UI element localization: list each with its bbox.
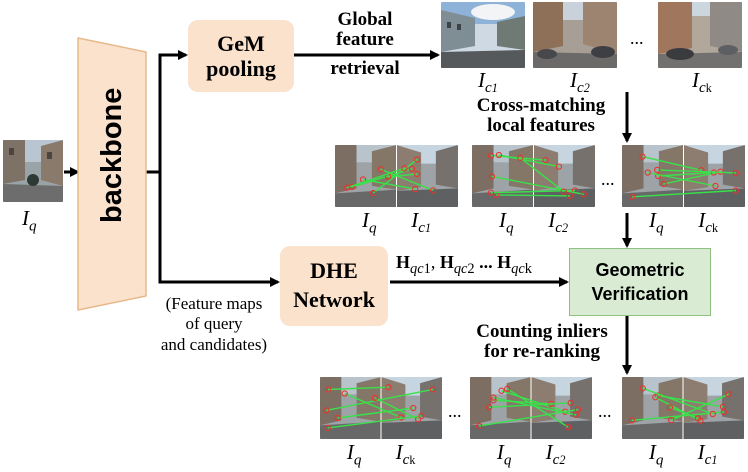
global-retrieval-label: Global feature retrieval	[330, 9, 400, 79]
rerank-pair-2-query-caption: Iq	[496, 440, 512, 469]
geometric-verification-box: Geometric Verification	[569, 248, 711, 316]
rerank-pair-3-query-caption: Iq	[648, 440, 664, 469]
rerank-pair-3-candidate-caption: Ic1	[697, 440, 718, 469]
candidate-ellipsis: ...	[630, 28, 644, 48]
rerank-pair-1-query-caption: Iq	[346, 440, 362, 469]
rerank-pair-2-candidate-caption: Ic2	[545, 440, 566, 469]
candidate-caption-1: Ic1	[478, 68, 498, 97]
rerank-ellipsis-1: ...	[448, 401, 462, 421]
cross-pair-1-candidate-caption: Ic1	[411, 208, 432, 237]
rerank-pair-image-2	[470, 377, 592, 439]
rerank-ellipsis-2: ...	[598, 401, 612, 421]
arrow-backbone-to-gem	[158, 50, 188, 172]
candidate-image-k	[658, 2, 742, 68]
rerank-pair-image-1	[320, 377, 442, 439]
cross-ellipsis-1: ...	[601, 169, 615, 189]
candidate-caption-k: Ick	[692, 68, 712, 97]
candidate-image-1	[441, 2, 525, 68]
rerank-pair-1-candidate-caption: Ick	[395, 440, 416, 469]
cross-pair-3-candidate-caption: Ick	[698, 208, 719, 237]
candidate-caption-2: Ic2	[570, 68, 590, 97]
query-caption: Iq	[22, 206, 37, 235]
rerank-pair-image-3	[622, 377, 744, 439]
query-image	[3, 140, 63, 202]
gem-label-line2: pooling	[206, 56, 276, 81]
arrow-backbone-to-dhe	[158, 172, 280, 287]
geo-label-line1: Geometric	[595, 259, 685, 280]
candidate-image-2	[533, 2, 617, 68]
dhe-network-box: DHE Network	[280, 246, 388, 326]
cross-pair-3-query-caption: Iq	[649, 208, 664, 237]
cross-pair-image-3	[622, 145, 745, 207]
homography-label: Hqc1, Hqc2 ... Hqck	[396, 252, 532, 278]
cross-pair-2-query-caption: Iq	[499, 208, 514, 237]
gem-label-line1: GeM	[217, 30, 265, 56]
backbone-label: backbone	[96, 87, 128, 223]
cross-matching-label: Cross-matching local features	[476, 95, 606, 136]
gem-pooling-box: GeM pooling	[188, 20, 294, 92]
cross-pair-image-2	[472, 145, 595, 207]
counting-inliers-label: Counting inliers for re-ranking	[476, 321, 608, 362]
cross-pair-image-1	[335, 145, 458, 207]
feature-maps-label: (Feature maps of query and candidates)	[160, 294, 268, 354]
cross-pair-2-candidate-caption: Ic2	[548, 208, 569, 237]
backbone-block	[77, 37, 147, 311]
dhe-label-line2: Network	[293, 287, 375, 312]
dhe-label-line1: DHE	[310, 258, 358, 284]
cross-pair-1-query-caption: Iq	[362, 208, 377, 237]
geo-label-line2: Verification	[591, 284, 689, 304]
